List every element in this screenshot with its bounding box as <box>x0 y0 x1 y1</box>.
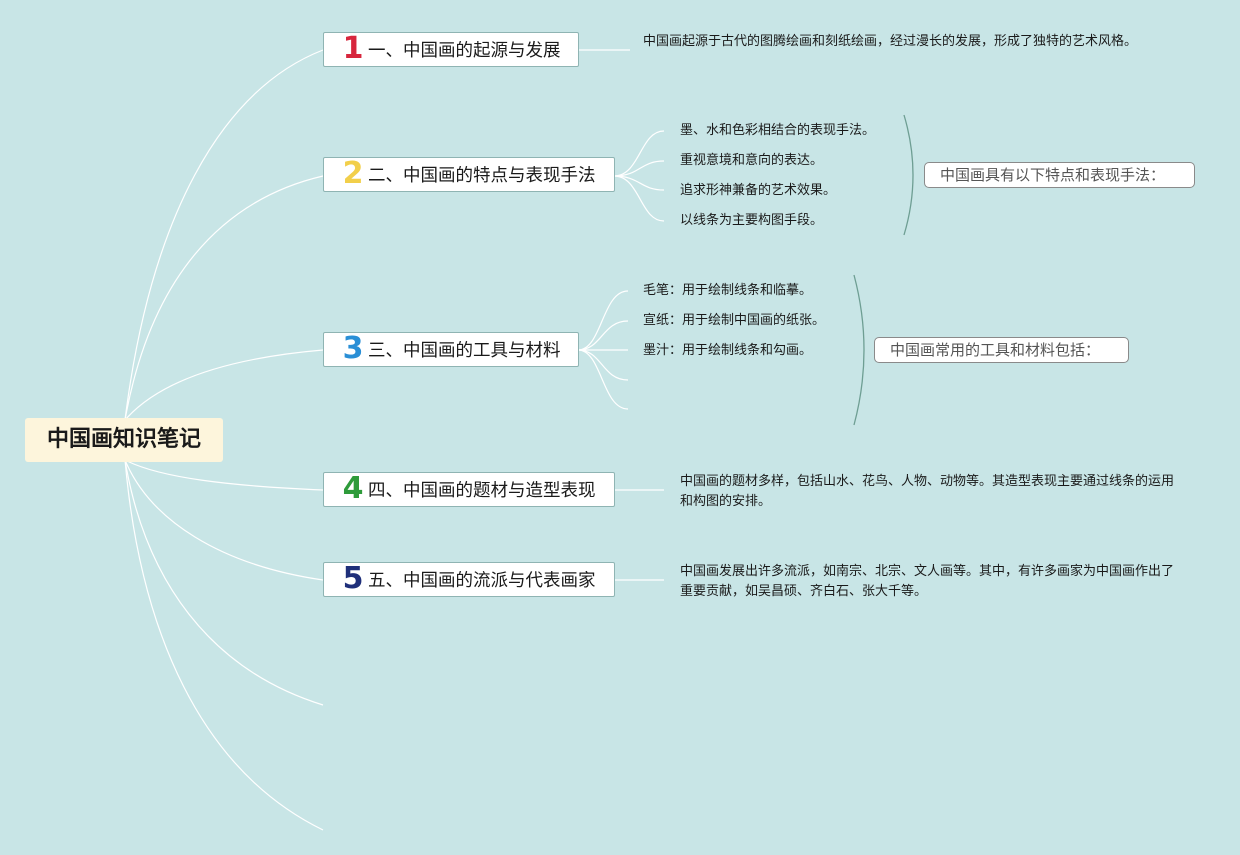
topic-3-number: 3 <box>342 330 364 366</box>
topic-1-number: 1 <box>342 30 364 66</box>
topic-2-item-2[interactable]: 重视意境和意向的表达。 <box>680 153 824 168</box>
connector-root-topic-4 <box>124 459 324 491</box>
topic-2-node[interactable]: 2 二、中国画的特点与表现手法 <box>323 157 615 192</box>
brace-topic-3 <box>853 274 865 426</box>
topic-4-number: 4 <box>342 470 364 506</box>
connector-topic-3-item-1 <box>577 290 629 351</box>
connector-topic-2-item-1 <box>613 130 665 177</box>
topic-3-node[interactable]: 3 三、中国画的工具与材料 <box>323 332 579 367</box>
root-node[interactable]: 中国画知识笔记 <box>25 418 223 462</box>
topic-1-label: 一、中国画的起源与发展 <box>368 41 561 61</box>
connector-topic-3-item-2 <box>577 320 629 351</box>
topic-2-item-1[interactable]: 墨、水和色彩相结合的表现手法。 <box>680 123 876 138</box>
topic-3-label: 三、中国画的工具与材料 <box>368 341 561 361</box>
topic-2-number: 2 <box>342 155 364 191</box>
connector-root-empty-1 <box>124 459 324 706</box>
topic-5-note[interactable]: 中国画发展出许多流派，如南宗、北宗、文人画等。其中，有许多画家为中国画作出了重要… <box>680 564 1175 599</box>
connector-root-topic-5 <box>124 459 324 581</box>
topic-4-note[interactable]: 中国画的题材多样，包括山水、花鸟、人物、动物等。其造型表现主要通过线条的运用和构… <box>680 474 1175 509</box>
topic-1-note[interactable]: 中国画起源于古代的图腾绘画和刻纸绘画，经过漫长的发展，形成了独特的艺术风格。 <box>643 34 1138 49</box>
topic-4-node[interactable]: 4 四、中国画的题材与造型表现 <box>323 472 615 507</box>
connector-root-empty-2 <box>124 459 324 831</box>
topic-3-item-3[interactable]: 墨汁：用于绘制线条和勾画。 <box>643 343 813 358</box>
topic-3-item-1[interactable]: 毛笔：用于绘制线条和临摹。 <box>643 283 813 298</box>
topic-3-item-2[interactable]: 宣纸：用于绘制中国画的纸张。 <box>643 313 826 328</box>
topic-5-number: 5 <box>342 560 364 596</box>
topic-1-node[interactable]: 1 一、中国画的起源与发展 <box>323 32 579 67</box>
connector-topic-2-item-2 <box>613 160 665 177</box>
topic-5-label: 五、中国画的流派与代表画家 <box>368 571 596 591</box>
topic-3-summary[interactable]: 中国画常用的工具和材料包括： <box>874 337 1129 363</box>
connector-root-topic-1 <box>124 49 324 421</box>
topic-2-label: 二、中国画的特点与表现手法 <box>368 166 596 186</box>
connector-topic-3-item-5 <box>577 349 629 410</box>
topic-2-item-4[interactable]: 以线条为主要构图手段。 <box>680 213 824 228</box>
topic-2-item-3[interactable]: 追求形神兼备的艺术效果。 <box>680 183 837 198</box>
topic-2-summary[interactable]: 中国画具有以下特点和表现手法： <box>924 162 1195 188</box>
topic-4-label: 四、中国画的题材与造型表现 <box>368 481 596 501</box>
connector-root-topic-3 <box>124 349 324 421</box>
connector-topic-3-item-4 <box>577 349 629 381</box>
connector-root-topic-2 <box>124 175 324 421</box>
topic-5-node[interactable]: 5 五、中国画的流派与代表画家 <box>323 562 615 597</box>
brace-topic-2 <box>903 114 914 236</box>
connector-topic-2-item-4 <box>613 175 665 222</box>
